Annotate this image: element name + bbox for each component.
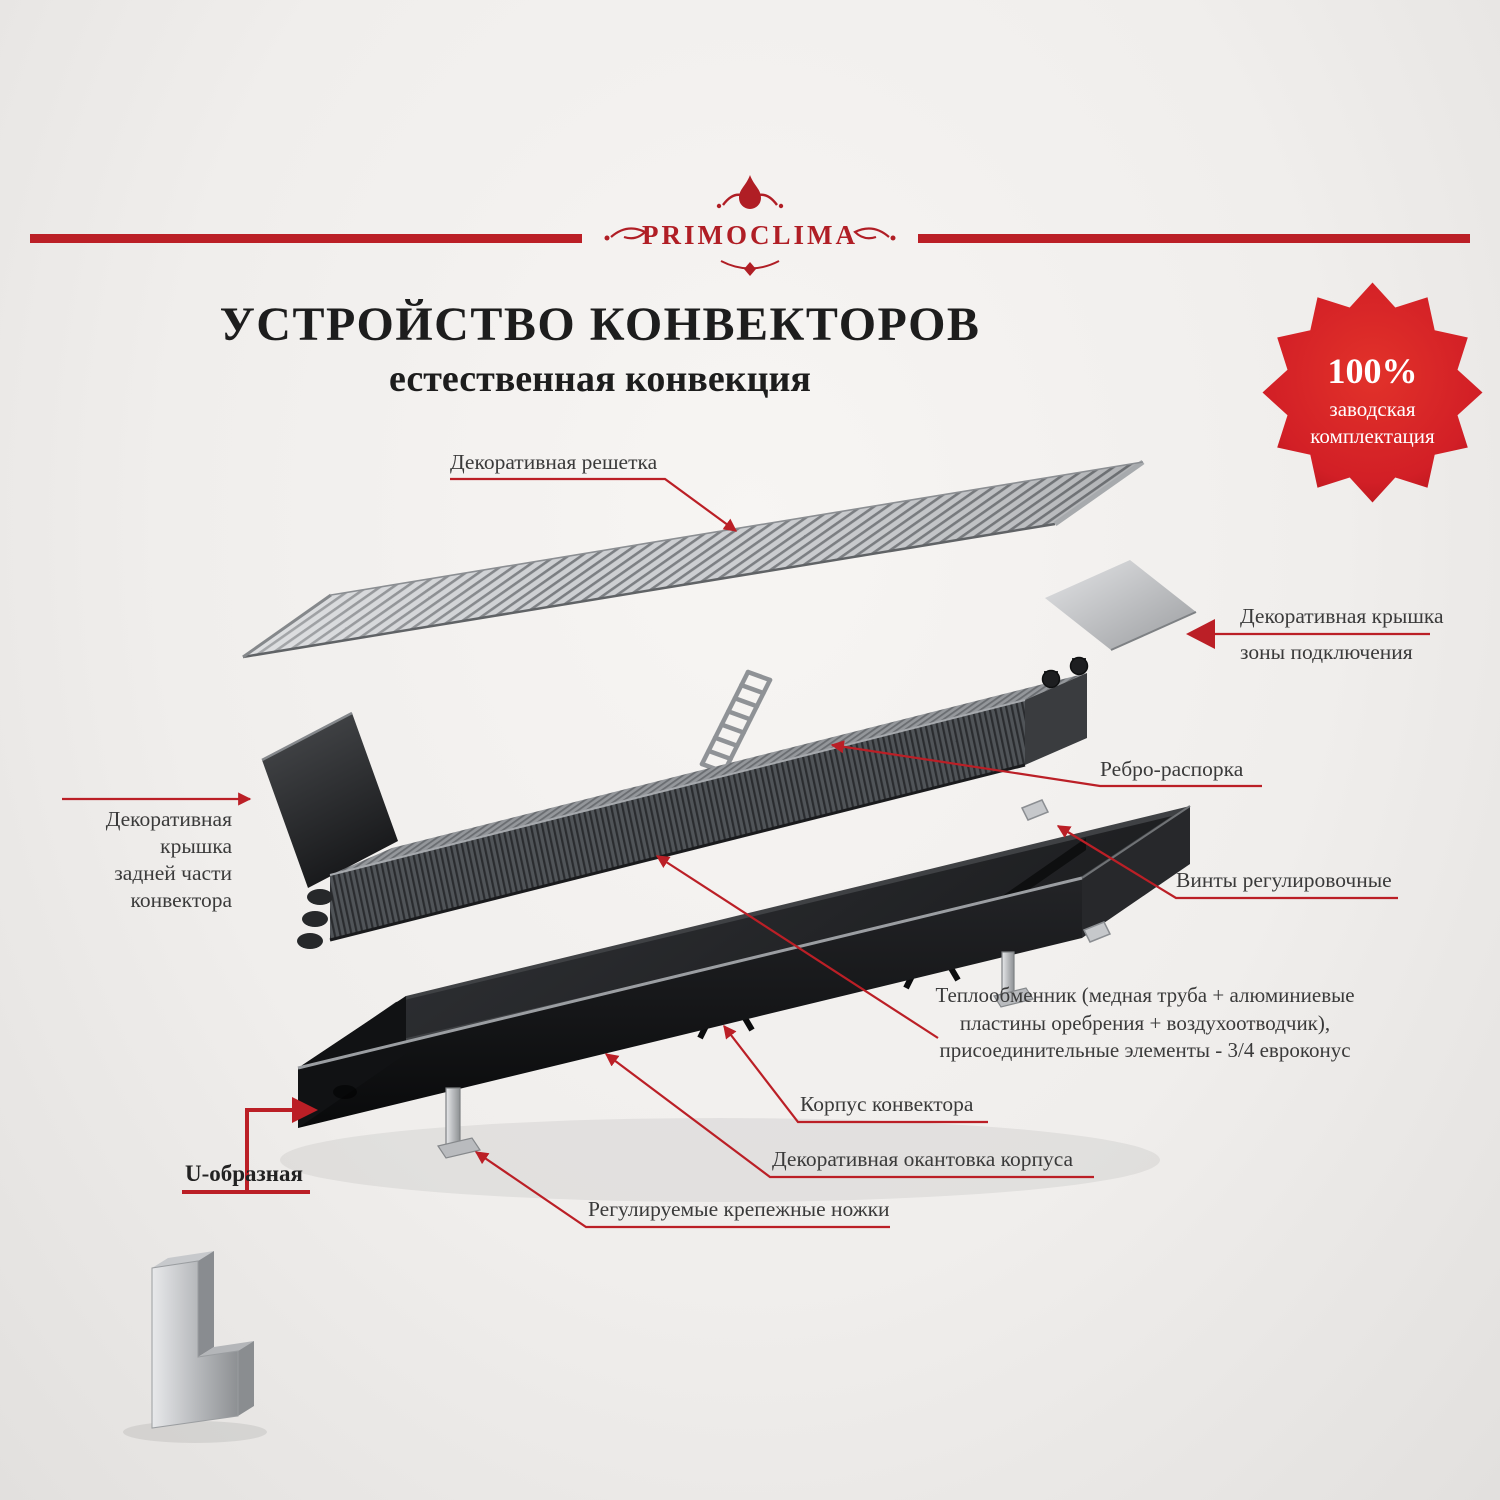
label-edging: Декоративная окантовка корпуса xyxy=(772,1147,1074,1171)
profile-shadow xyxy=(123,1421,267,1443)
brand-flourish-right xyxy=(853,227,896,241)
label-adjust-screws: Винты регулировочные xyxy=(1176,868,1392,892)
rim-bracket-front xyxy=(1082,921,1112,943)
page-title: УСТРОЙСТВО КОНВЕКТОРОВ xyxy=(219,298,981,351)
header-rule-right xyxy=(918,234,1470,243)
badge-starburst xyxy=(1262,282,1483,503)
label-legs: Регулируемые крепежные ножки xyxy=(588,1197,890,1221)
page-subtitle: естественная конвекция xyxy=(389,358,811,400)
leader-lines xyxy=(62,477,1430,1229)
leader-grille xyxy=(450,477,738,532)
rear-cover-graphic xyxy=(261,711,398,888)
body-graphic xyxy=(297,799,1191,1159)
badge-line2: комплектация xyxy=(1310,424,1435,448)
label-heat-exchanger: Теплообменник (медная труба + алюминиевы… xyxy=(935,982,1355,1065)
flame-icon xyxy=(716,175,784,209)
label-heat-exchanger-line2: пластины оребрения + воздухоотводчик), xyxy=(959,1010,1331,1035)
leader-body xyxy=(723,1024,988,1124)
label-heat-exchanger-line1: Теплообменник (медная труба + алюминиевы… xyxy=(935,983,1355,1007)
brand-ornament-bottom xyxy=(720,260,780,276)
u-profile-graphic xyxy=(151,1251,254,1429)
brand-logo: PRIMOCLIMA xyxy=(604,175,896,276)
brand-name: PRIMOCLIMA xyxy=(642,220,858,250)
label-rear-cover-line3: конвектора xyxy=(130,888,233,912)
mounting-leg-graphic-2 xyxy=(993,951,1034,1008)
label-body: Корпус конвектора xyxy=(800,1092,974,1116)
badge-line1: заводская xyxy=(1329,397,1415,421)
leader-rib-spacer xyxy=(830,740,1262,788)
edging-highlight xyxy=(297,876,1083,1070)
label-rear-cover-line1: Декоративная крышка xyxy=(105,807,232,858)
connection-cover-graphic xyxy=(1045,560,1197,651)
label-rib-spacer: Ребро-распорка xyxy=(1100,757,1244,781)
badge-percent: 100% xyxy=(1328,351,1418,391)
label-grille: Декоративная решетка xyxy=(450,450,658,474)
ground-shadow xyxy=(280,1118,1160,1202)
grille-graphic xyxy=(242,459,1145,659)
tube-bends xyxy=(297,889,333,949)
label-rear-cover: Декоративная крышка задней части конвект… xyxy=(30,806,232,914)
leader-u-connector xyxy=(245,1108,292,1192)
rim-bracket-back xyxy=(1020,799,1050,821)
arrow-u-shape xyxy=(292,1097,318,1123)
label-connection-cover-line1: Декоративная крышка xyxy=(1240,604,1444,628)
header-rule-left xyxy=(30,234,582,243)
label-rear-cover-line2: задней части xyxy=(114,861,232,885)
arrow-connection-cover xyxy=(1186,619,1215,649)
pipe-fittings xyxy=(1041,656,1089,689)
leader-legs xyxy=(474,1151,890,1229)
label-u-shape: U-образная xyxy=(185,1161,303,1186)
heat-exchanger-graphic xyxy=(297,656,1089,949)
label-connection-cover-line2: зоны подключения xyxy=(1240,640,1413,664)
leader-edging xyxy=(604,1053,1094,1179)
leader-screws xyxy=(1056,825,1398,900)
leader-heat-exchanger xyxy=(655,855,939,1039)
label-heat-exchanger-line3: присоединительные элементы - 3/4 еврокон… xyxy=(939,1038,1351,1062)
mounting-leg-graphic-1 xyxy=(437,1087,481,1159)
brand-flourish-left xyxy=(604,227,647,241)
factory-badge: 100% заводская комплектация xyxy=(1262,282,1483,503)
